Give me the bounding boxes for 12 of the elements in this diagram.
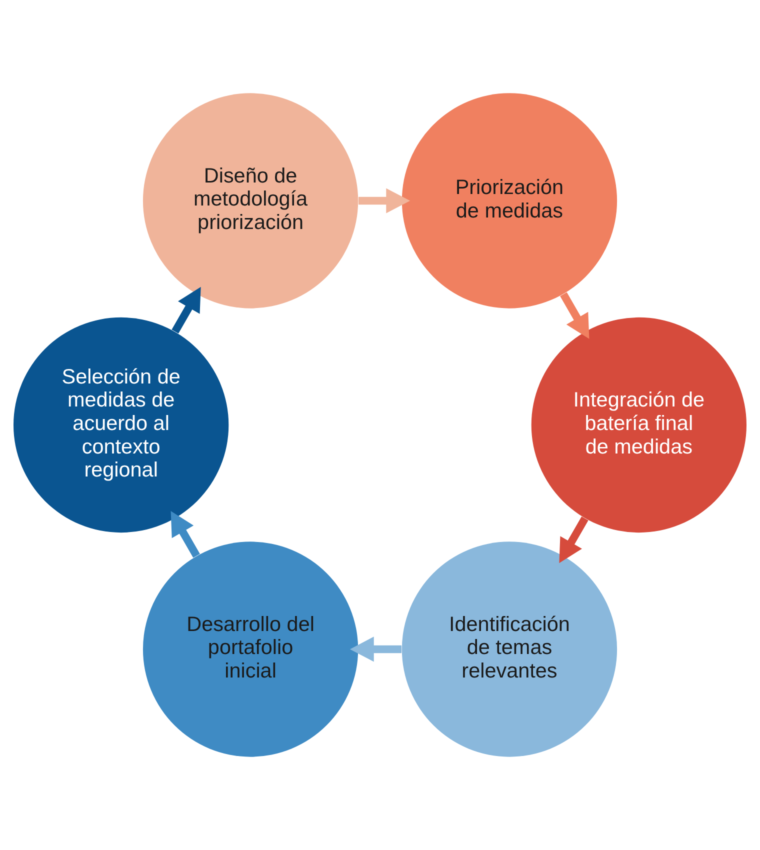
node-circle: Diseño de metodología priorización [142,93,358,308]
node-circle: Selección de medidas de acuerdo al contexto regional [14,317,229,533]
node-circle: Desarrollo del portafolio inicial [142,542,358,757]
arrow [559,516,588,564]
node-circle: Integración de batería final de medidas [531,317,746,533]
node-circle: Identificación de temas relevantes [402,542,618,757]
arrow [172,286,201,334]
arrow [358,188,410,214]
arrow [170,511,200,558]
arrow [350,636,402,662]
arrow [560,292,590,339]
node-circle: Priorización de medidas [402,93,618,308]
